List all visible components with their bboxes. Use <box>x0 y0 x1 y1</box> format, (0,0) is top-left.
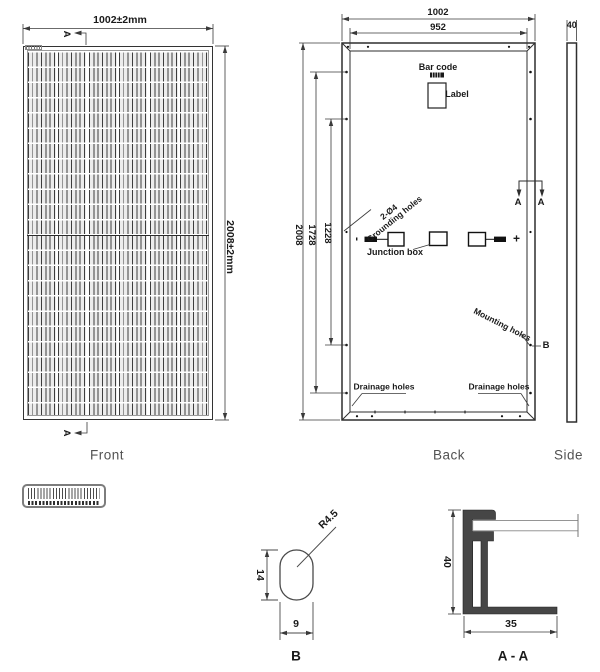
grounding-holes-leader <box>343 209 372 232</box>
section-letter-left: A <box>514 196 522 208</box>
label-label: Label <box>445 89 469 100</box>
back-caption: Back <box>432 447 466 463</box>
mount-inner-dimension: 1228 <box>321 222 333 244</box>
section-letter-right: A <box>537 196 545 208</box>
drainage-holes-label-left: Drainage holes <box>353 381 415 392</box>
section-strip-cells <box>28 501 100 505</box>
front-corner-barcode <box>25 44 42 50</box>
frame-profile <box>462 509 558 615</box>
mount-outer-dimension: 1728 <box>305 224 317 246</box>
front-cell-grid <box>27 50 209 416</box>
back-inner-width-dimension: 952 <box>430 21 446 33</box>
cell-column <box>119 51 148 415</box>
detail-b-caption: B <box>291 648 301 664</box>
plus-cable-connector <box>494 236 506 242</box>
detail-b-width-dimension: 9 <box>293 618 299 631</box>
front-width-dimension: 1002±2mm <box>93 14 147 27</box>
back-view-dimensions <box>299 14 536 421</box>
section-strip-hatching <box>28 488 100 499</box>
module-section-strip <box>22 484 106 508</box>
panel-middle-busbar <box>27 234 209 237</box>
minus-polarity: - <box>350 237 365 241</box>
barcode-label: Bar code <box>418 61 458 72</box>
cell-column <box>88 51 117 415</box>
cell-column <box>58 51 87 415</box>
plus-polarity: + <box>512 231 521 246</box>
section-aa-height-dimension: 40 <box>440 556 453 568</box>
cables <box>364 236 506 242</box>
back-outer-width-dimension: 1002 <box>427 6 449 18</box>
front-section-letter-bottom: A <box>61 429 73 437</box>
junction-boxes <box>387 231 487 247</box>
section-aa-caption: A - A <box>497 648 529 664</box>
drainage-leaders <box>351 393 530 407</box>
drainage-holes-label-right: Drainage holes <box>468 381 530 392</box>
barcode-glyph <box>430 72 444 78</box>
side-view-linework <box>566 20 578 423</box>
junction-box-label: Junction box <box>367 247 423 258</box>
drainage-hole-marks <box>374 410 466 414</box>
label-rectangle <box>427 82 447 109</box>
front-section-letter-top: A <box>61 30 73 37</box>
side-thickness-dimension: 40 <box>566 20 577 31</box>
mounting-holes-leader <box>520 333 541 347</box>
glass-panel-edge <box>472 520 579 532</box>
detail-b-height-dimension: 14 <box>253 569 266 581</box>
side-caption: Side <box>553 447 584 463</box>
cell-column <box>28 51 56 415</box>
front-height-dimension: 2008±2mm <box>223 220 236 274</box>
front-caption: Front <box>89 447 125 463</box>
junction-box-leader <box>412 244 431 250</box>
section-aa-width-dimension: 35 <box>505 618 517 631</box>
minus-cable-connector <box>364 236 377 242</box>
cell-column <box>180 51 209 415</box>
detail-b-linework <box>261 526 337 640</box>
mounting-hole-ref: B <box>542 339 550 351</box>
section-aa-linework <box>448 509 579 638</box>
back-height-dimension: 2008 <box>292 224 304 246</box>
section-cut-marks <box>516 180 545 197</box>
cell-column <box>149 51 178 415</box>
front-view-dimensions <box>22 24 229 436</box>
